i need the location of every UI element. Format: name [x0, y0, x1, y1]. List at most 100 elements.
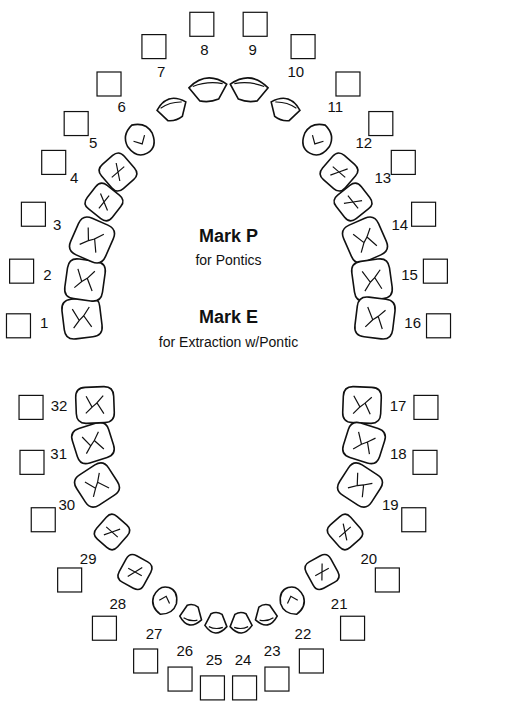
- tooth-fissure: [85, 396, 104, 415]
- check-box: [341, 616, 365, 640]
- tooth-shape: [340, 214, 391, 266]
- tooth-outline: [67, 214, 118, 266]
- tooth-fissure: [275, 100, 297, 108]
- tooth-number: 4: [70, 170, 78, 187]
- tooth-shape: [340, 420, 387, 466]
- tooth-shape: [155, 95, 190, 125]
- tooth-fissure: [312, 562, 333, 583]
- check-box: [233, 676, 257, 700]
- tooth-number: 15: [401, 267, 418, 284]
- tooth-outline: [253, 603, 278, 627]
- tooth-fissure: [234, 81, 264, 86]
- tooth-outline: [61, 296, 104, 340]
- tooth-outline: [350, 258, 393, 303]
- tooth-number: 26: [176, 643, 193, 660]
- tooth-number: 31: [50, 446, 67, 463]
- tooth-number: 10: [287, 63, 304, 80]
- check-box: [369, 112, 393, 136]
- check-box: [142, 35, 166, 59]
- tooth-outline: [116, 552, 155, 592]
- check-box: [427, 314, 451, 338]
- tooth-shape: [120, 118, 160, 160]
- tooth-shape: [253, 603, 278, 627]
- instruction-note: for Pontics: [195, 253, 261, 268]
- tooth-number: 7: [157, 63, 165, 80]
- tooth-number: 27: [146, 626, 163, 643]
- tooth-fissure: [348, 473, 373, 498]
- tooth-shape: [354, 296, 397, 340]
- tooth-number: 13: [375, 170, 392, 187]
- tooth-fissure: [193, 81, 223, 86]
- tooth-fissure: [134, 135, 148, 147]
- tooth-shape: [92, 511, 133, 552]
- tooth-shape: [69, 420, 116, 466]
- tooth-number: 12: [355, 135, 372, 152]
- tooth-fissure: [93, 191, 116, 214]
- tooth-shape: [71, 460, 122, 511]
- tooth-shape: [303, 552, 342, 592]
- tooth-fissure: [334, 521, 355, 542]
- tooth-number: 1: [40, 314, 48, 331]
- tooth-number: 32: [51, 398, 68, 415]
- tooth-number: 18: [390, 446, 407, 463]
- tooth-fissure: [342, 191, 365, 214]
- tooth-fissure: [353, 396, 372, 415]
- tooth-fissure: [81, 432, 104, 455]
- check-box: [21, 202, 45, 226]
- tooth-shape: [149, 584, 180, 618]
- tooth-fissure: [260, 618, 274, 622]
- tooth-number: 30: [58, 496, 75, 513]
- tooth-fissure: [183, 618, 197, 622]
- check-box: [58, 568, 82, 592]
- tooth-outline: [155, 95, 190, 125]
- tooth-number: 22: [295, 626, 312, 643]
- tooth-number: 24: [235, 652, 252, 669]
- tooth-shape: [75, 386, 114, 423]
- check-box: [19, 395, 43, 419]
- tooth-shape: [229, 76, 269, 103]
- tooth-fissure: [234, 627, 248, 629]
- tooth-outline: [92, 511, 133, 552]
- tooth-outline: [120, 118, 160, 160]
- tooth-number: 2: [43, 267, 51, 284]
- check-box: [423, 259, 447, 283]
- tooth-number: 5: [89, 135, 97, 152]
- tooth-fissure: [209, 627, 223, 629]
- tooth-shape: [267, 95, 302, 125]
- instruction-heading: Mark P: [199, 227, 258, 247]
- check-box: [10, 259, 34, 283]
- tooth-number: 21: [331, 595, 348, 612]
- check-box: [412, 202, 436, 226]
- tooth-shape: [61, 296, 104, 340]
- tooth-fissure: [159, 595, 171, 604]
- check-box: [190, 12, 214, 36]
- instruction-note: for Extraction w/Pontic: [159, 335, 298, 350]
- tooth-outline: [340, 420, 387, 466]
- tooth-shape: [205, 612, 228, 634]
- tooth-shape: [297, 118, 337, 160]
- check-box: [265, 667, 289, 691]
- tooth-shape: [67, 214, 118, 266]
- check-box: [243, 12, 267, 36]
- tooth-fissure: [84, 473, 109, 498]
- tooth-outline: [342, 386, 381, 423]
- tooth-number: 6: [117, 98, 125, 115]
- tooth-fissure: [71, 307, 91, 329]
- tooth-outline: [149, 584, 180, 618]
- tooth-outline: [96, 150, 140, 194]
- tooth-outline: [75, 386, 114, 423]
- tooth-outline: [277, 584, 308, 618]
- tooth-shape: [334, 460, 385, 511]
- tooth-number: 25: [206, 652, 223, 669]
- tooth-outline: [354, 296, 397, 340]
- tooth-fissure: [353, 227, 378, 253]
- tooth-number: 3: [53, 216, 61, 233]
- check-box: [402, 508, 426, 532]
- check-box: [97, 72, 121, 96]
- tooth-number: 9: [248, 42, 256, 59]
- tooth-fissure: [353, 432, 376, 455]
- check-box: [6, 314, 30, 338]
- tooth-outline: [267, 95, 302, 125]
